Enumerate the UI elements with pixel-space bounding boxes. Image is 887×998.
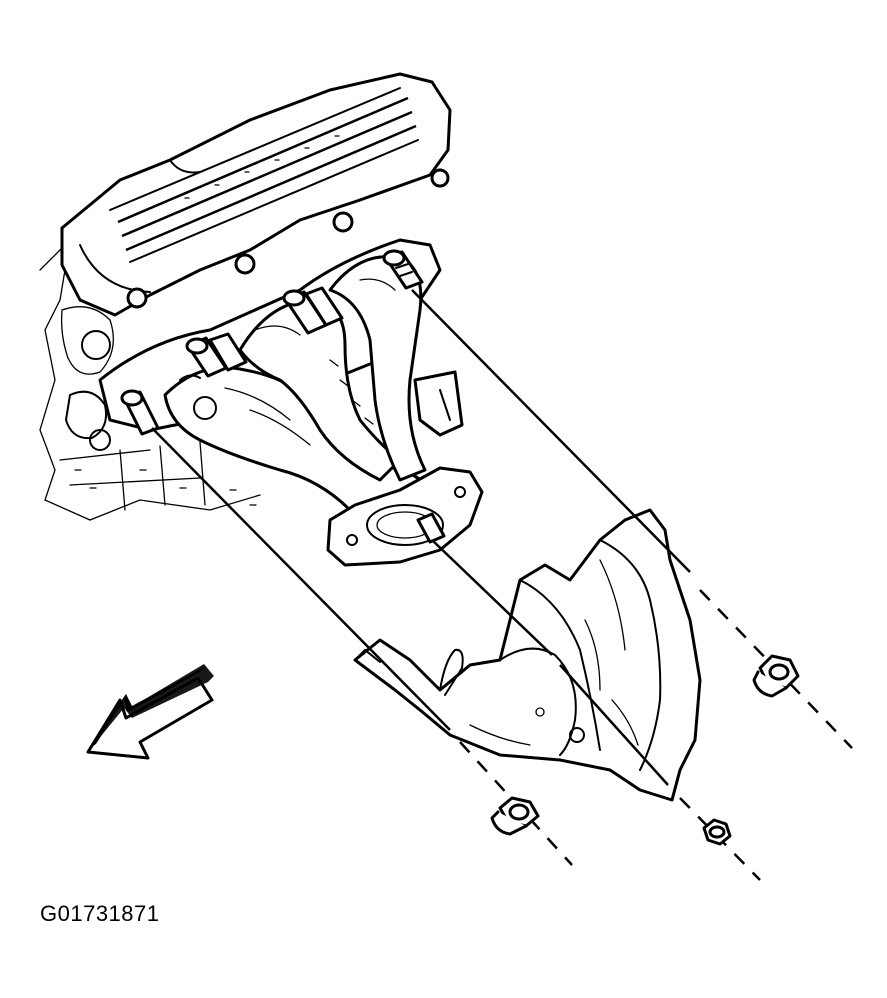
stud-outlet — [416, 512, 446, 544]
stud-left-upper — [185, 332, 248, 378]
direction-arrow — [86, 664, 214, 760]
heat-shield — [353, 508, 702, 802]
figure-id-label: G01731871 — [40, 901, 160, 926]
valve-cover — [60, 72, 452, 317]
manifold-studs — [120, 249, 446, 544]
stud-left-lower — [120, 389, 160, 436]
stud-right — [382, 249, 424, 290]
nut-center — [702, 818, 732, 846]
exhaust-manifold — [98, 238, 484, 567]
nut-left — [490, 796, 540, 836]
stud-center — [282, 286, 344, 335]
nut-right — [752, 654, 800, 698]
heat-shield-nuts — [490, 654, 800, 846]
engine-block — [39, 238, 261, 521]
